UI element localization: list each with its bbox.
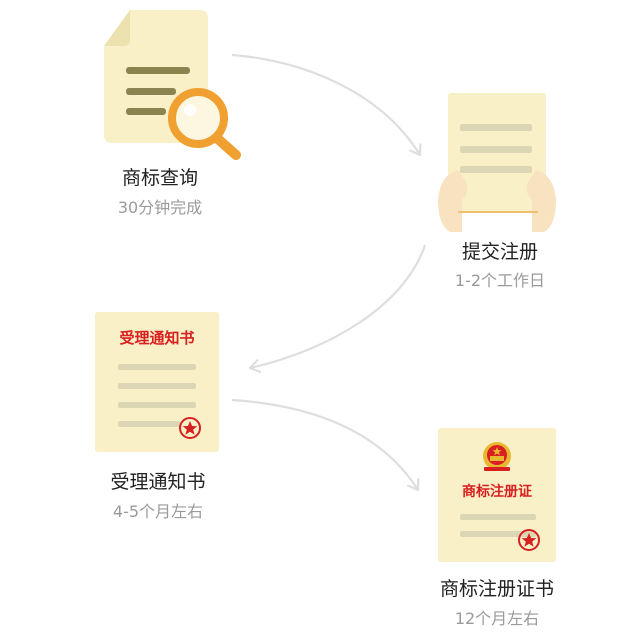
hands-holding-document-icon	[438, 93, 556, 232]
national-emblem-icon	[483, 442, 511, 471]
red-seal-icon	[518, 529, 540, 551]
step-2-title: 提交注册	[461, 241, 538, 263]
step-4-title: 商标注册证书	[439, 578, 554, 600]
certificate-doc-heading: 商标注册证	[462, 483, 532, 500]
step-1-title: 商标查询	[121, 167, 198, 189]
arrow-step3-to-step4	[231, 398, 418, 490]
arrow-step2-to-step3	[250, 244, 427, 368]
red-seal-icon	[179, 417, 201, 439]
step-3-title: 受理通知书	[110, 471, 206, 493]
notice-doc-heading: 受理通知书	[119, 329, 194, 347]
notice-document-icon: 受理通知书	[95, 312, 219, 452]
document-search-icon	[104, 10, 241, 160]
step-1-subtitle: 30分钟完成	[117, 198, 203, 217]
certificate-document-icon: 商标注册证	[438, 428, 556, 562]
step-3-subtitle: 4-5个月左右	[112, 502, 204, 521]
step-2-subtitle: 1-2个工作日	[454, 271, 546, 290]
arrow-step1-to-step2	[231, 53, 420, 155]
step-4-subtitle: 12个月左右	[454, 609, 540, 628]
